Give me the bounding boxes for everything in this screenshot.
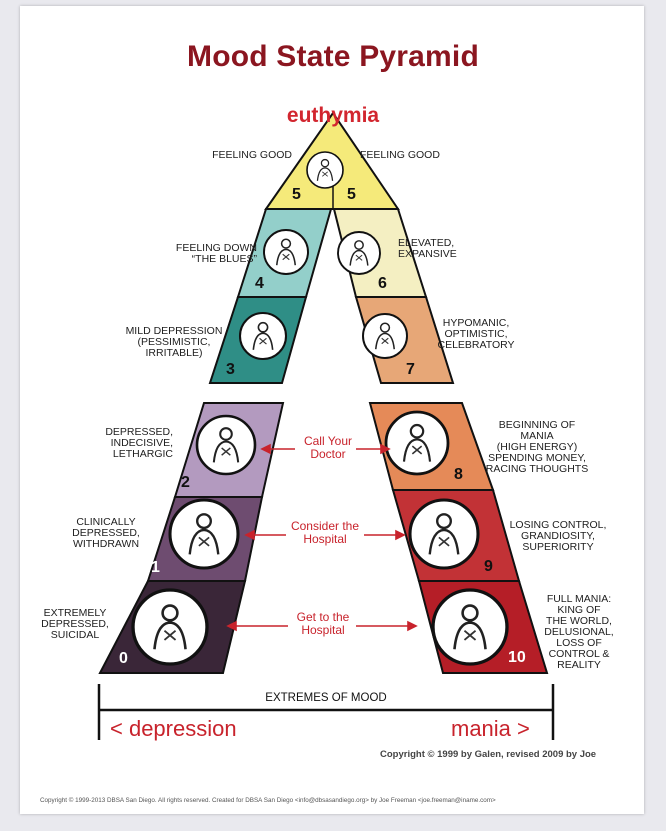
level-number-6: 6 xyxy=(378,275,387,292)
figure-portrait-icon xyxy=(263,229,309,275)
scale-left-end: < depression xyxy=(110,716,237,741)
figure-portrait-icon xyxy=(431,588,509,666)
level-number-3: 3 xyxy=(226,361,235,378)
label-level-0: EXTREMELY DEPRESSED, SUICIDAL xyxy=(41,607,109,642)
label-level-9: LOSING CONTROL, GRANDIOSITY, SUPERIORITY xyxy=(509,519,607,554)
level-number-4: 4 xyxy=(255,275,264,292)
label-level-2: DEPRESSED, INDECISIVE, LETHARGIC xyxy=(105,426,173,461)
copyright-line-1: Copyright © 1999 by Galen, revised 2009 … xyxy=(380,749,597,760)
figure-portrait-icon xyxy=(195,414,257,476)
peak-label: euthymia xyxy=(286,104,380,127)
level-number-0: 0 xyxy=(119,650,128,667)
action-consider-hospital: Consider the Hospital xyxy=(290,519,360,546)
scale-caption: EXTREMES OF MOOD xyxy=(265,692,387,704)
figure-portrait-icon xyxy=(238,311,288,361)
mood-scale-bar xyxy=(97,684,555,740)
label-level-1: CLINICALLY DEPRESSED, WITHDRAWN xyxy=(72,516,140,551)
action-get-hospital: Get to the Hospital xyxy=(296,610,350,637)
label-level-6: ELEVATED, EXPANSIVE xyxy=(398,237,457,261)
figure-portrait-icon xyxy=(408,498,480,570)
figure-portrait-icon xyxy=(362,313,408,359)
level-number-7: 7 xyxy=(406,361,415,378)
copyright-line-2: Copyright © 1999-2013 DBSA San Diego. Al… xyxy=(40,797,496,804)
label-level-4: FEELING DOWN “THE BLUES” xyxy=(175,242,257,266)
label-level-7: HYPOMANIC, OPTIMISTIC, CELEBRATORY xyxy=(437,317,515,352)
action-arrows xyxy=(226,443,418,632)
figure-portrait-icon xyxy=(384,410,450,476)
label-level-5-right: FEELING GOOD xyxy=(360,149,440,161)
action-call-doctor: Call Your Doctor xyxy=(303,434,353,461)
label-level-3: MILD DEPRESSION (PESSIMISTIC, IRRITABLE) xyxy=(125,325,223,360)
label-level-10: FULL MANIA: KING OF THE WORLD, DELUSIONA… xyxy=(544,593,614,672)
figure-portrait-icon xyxy=(168,498,240,570)
label-level-5-left: FEELING GOOD xyxy=(212,149,292,161)
level-number-5-left: 5 xyxy=(292,186,301,203)
level-number-1: 1 xyxy=(151,559,160,576)
figure-portrait-icon xyxy=(306,151,344,189)
figure-portrait-icon xyxy=(131,588,209,666)
level-number-9: 9 xyxy=(484,558,493,575)
figure-portrait-icon xyxy=(337,231,381,275)
scale-right-end: mania > xyxy=(451,716,530,741)
level-number-8: 8 xyxy=(454,466,463,483)
level-number-5-right: 5 xyxy=(347,186,356,203)
page-title: Mood State Pyramid xyxy=(187,40,479,73)
level-number-2: 2 xyxy=(181,474,190,491)
label-level-8: BEGINNING OF MANIA (HIGH ENERGY) SPENDIN… xyxy=(485,419,589,476)
level-number-10: 10 xyxy=(508,649,526,666)
